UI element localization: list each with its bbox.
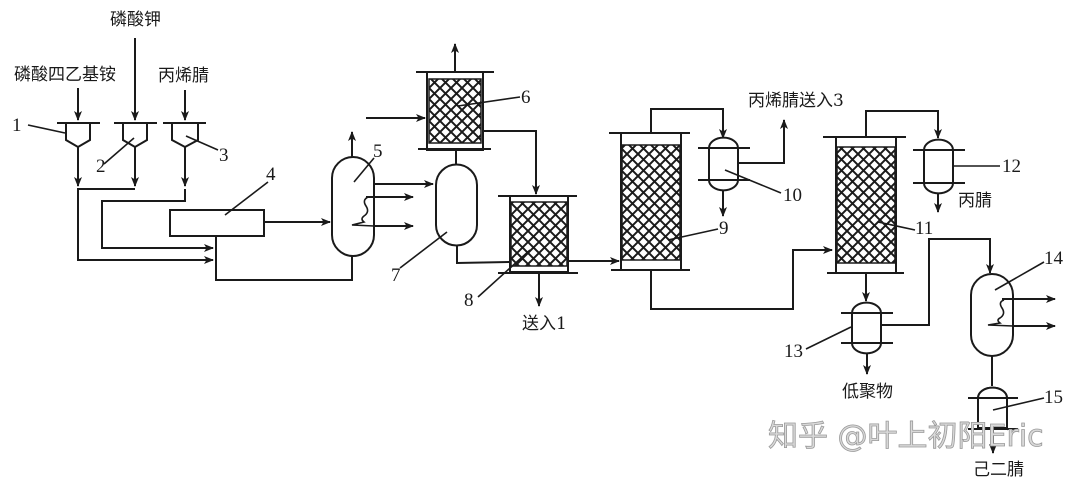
unit-4-mixer: 4	[169, 164, 331, 237]
feed-label-acrylonitrile: 丙烯腈	[158, 66, 209, 86]
equipment-number-6: 6	[521, 87, 531, 108]
hopper-2: 2	[96, 38, 157, 177]
unit-12-condenser: 12 丙腈	[913, 138, 1021, 213]
unit-6-packed-column: 6	[366, 43, 540, 195]
output-label-adiponitrile: 己二腈	[973, 460, 1024, 480]
output-label-to-1: 送入1	[522, 314, 567, 334]
unit-10-condenser: 丙烯腈送入3 10	[698, 91, 844, 217]
equipment-number-11: 11	[915, 218, 933, 239]
equipment-number-5: 5	[373, 141, 383, 162]
unit-15-receiver: 15 己二腈	[968, 386, 1063, 480]
output-label-propionitrile: 丙腈	[958, 191, 992, 211]
equipment-number-10: 10	[783, 185, 802, 206]
unit-5-reactor: 5	[331, 131, 434, 257]
unit-13-receiver: 13 低聚物	[784, 238, 994, 402]
equipment-number-7: 7	[391, 265, 401, 286]
hopper-3: 3	[163, 90, 229, 166]
watermark: 知乎 @叶上初阳Eric	[768, 419, 1044, 454]
output-label-acrylonitrile-to-3: 丙烯腈送入3	[748, 91, 844, 111]
equipment-number-13: 13	[784, 341, 803, 362]
unit-8-packed-bed: 8 送入1	[464, 195, 620, 334]
equipment-number-9: 9	[719, 218, 729, 239]
equipment-number-1: 1	[12, 115, 22, 136]
equipment-number-15: 15	[1044, 387, 1063, 408]
equipment-number-8: 8	[464, 290, 474, 311]
hopper-1: 1	[12, 88, 100, 149]
unit-11-column: 11	[823, 110, 942, 302]
equipment-number-3: 3	[219, 145, 229, 166]
unit-7-separator: 7	[391, 163, 511, 286]
equipment-number-4: 4	[266, 164, 276, 185]
feed-label-tetraethylammonium-phosphate: 磷酸四乙基铵	[14, 65, 116, 85]
feed-label-potassium-phosphate: 磷酸钾	[110, 10, 161, 30]
equipment-number-14: 14	[1044, 248, 1064, 269]
equipment-number-12: 12	[1002, 156, 1021, 177]
output-label-oligomers: 低聚物	[842, 382, 893, 402]
equipment-number-2: 2	[96, 156, 106, 177]
unit-9-column: 9	[609, 108, 833, 310]
unit-14-evaporator: 14	[970, 248, 1064, 386]
